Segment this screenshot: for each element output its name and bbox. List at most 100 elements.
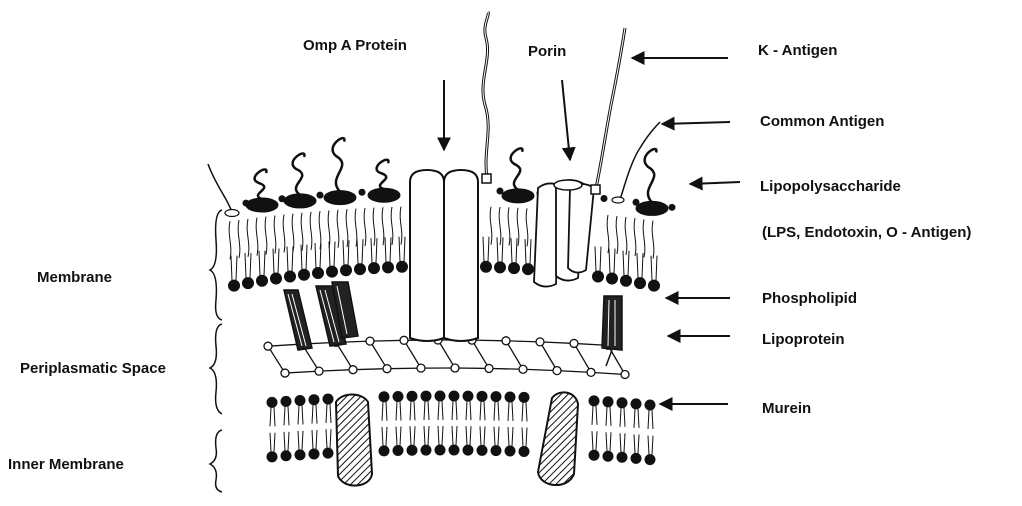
- lps-sugar-dot: [317, 192, 324, 199]
- inner-lipid-head-top: [645, 399, 656, 410]
- inner-membrane-protein-right: [538, 392, 578, 485]
- phospholipid-tail: [301, 245, 302, 270]
- inner-lipid-head-top: [309, 394, 320, 405]
- murein-strand: [523, 369, 557, 370]
- inner-lipid-tail: [652, 436, 653, 455]
- lps-lipid-tail: [652, 221, 654, 259]
- phospholipid-head: [369, 263, 380, 274]
- phospholipid-head: [635, 278, 646, 289]
- lps-lipid-tail: [292, 214, 294, 252]
- inner-lipid-head-bottom: [435, 445, 446, 456]
- lps-sugar-dot: [633, 199, 640, 206]
- lipopolysaccharide-arrow: [690, 182, 740, 184]
- inner-lipid-tail: [484, 426, 485, 445]
- inner-lipid-tail: [428, 401, 429, 420]
- lps-core-head: [636, 201, 668, 215]
- murein-strand: [319, 370, 353, 371]
- phospholipid-tail: [483, 237, 484, 262]
- inner-lipid-tail: [606, 407, 607, 426]
- inner-lipid-tail: [470, 426, 471, 445]
- porin-arrow: [562, 80, 570, 160]
- inner-lipid-tail: [386, 402, 387, 421]
- murein-node: [264, 342, 272, 350]
- o-antigen-chain: [377, 160, 389, 190]
- phospholipid-head: [495, 262, 506, 273]
- inner-lipid-tail: [610, 407, 611, 426]
- lps-sugar-dot: [601, 195, 608, 202]
- inner-lipid-head-bottom: [295, 449, 306, 460]
- inner-lipid-head-bottom: [491, 445, 502, 456]
- murein-crosslink: [370, 341, 387, 369]
- lps-lipid-tail: [337, 210, 339, 248]
- lps-lipid-tail: [643, 219, 645, 257]
- inner-lipid-head-top: [519, 392, 530, 403]
- inner-lipid-tail: [284, 432, 285, 451]
- inner-lipid-tail: [400, 427, 401, 446]
- lps-core-head: [324, 191, 356, 205]
- inner-lipid-head-bottom: [463, 445, 474, 456]
- inner-lipid-tail: [316, 405, 317, 424]
- inner-lipid-tail: [592, 431, 593, 450]
- periplasmatic-space-brace: [210, 324, 222, 414]
- murein-crosslink: [472, 340, 489, 368]
- phospholipid-head: [299, 269, 310, 280]
- inner-lipid-tail: [396, 401, 397, 420]
- inner-lipid-tail: [386, 427, 387, 446]
- inner-lipid-head-top: [477, 391, 488, 402]
- lps-lipid-tail: [319, 211, 321, 249]
- murein-node: [485, 364, 493, 372]
- inner-lipid-tail: [466, 426, 467, 445]
- inner-lipid-tail: [648, 436, 649, 455]
- inner-lipid-tail: [648, 410, 649, 429]
- phospholipid-tail: [637, 253, 638, 278]
- inner-lipid-head-bottom: [449, 445, 460, 456]
- inner-lipid-tail: [326, 404, 327, 423]
- murein-label: Murein: [762, 400, 811, 417]
- o-antigen-chain: [293, 153, 305, 194]
- lps-lipid-tail: [607, 215, 609, 253]
- inner-lipid-tail: [634, 409, 635, 428]
- lps-sugar-dot: [497, 188, 504, 195]
- phospholipid-tail: [502, 237, 503, 262]
- inner-lipid-tail: [522, 428, 523, 447]
- inner-lipid-tail: [414, 426, 415, 445]
- inner-lipid-tail: [316, 430, 317, 449]
- inner-lipid-head-top: [407, 391, 418, 402]
- inner-lipid-tail: [480, 426, 481, 445]
- inner-lipid-head-top: [421, 391, 432, 402]
- phospholipid-head: [607, 273, 618, 284]
- lipoprotein-label: Lipoprotein: [762, 331, 845, 348]
- phospholipid-head: [383, 262, 394, 273]
- inner-lipid-tail: [620, 408, 621, 427]
- lps-lipid-tail: [364, 208, 366, 246]
- lps-lipid-tail: [256, 218, 258, 256]
- inner-lipid-head-top: [379, 391, 390, 402]
- phospholipid-tail: [348, 240, 349, 265]
- inner-lipid-head-top: [617, 397, 628, 408]
- phospholipid-tail: [259, 251, 260, 276]
- phospholipid-tail: [264, 251, 265, 276]
- murein-node: [587, 368, 595, 376]
- murein-node: [570, 339, 578, 347]
- inner-lipid-head-bottom: [379, 445, 390, 456]
- common-antigen-anchor-left: [225, 210, 239, 217]
- murein-node: [383, 365, 391, 373]
- murein-strand: [472, 340, 506, 341]
- phospholipid-head: [271, 273, 282, 284]
- lps-lipid-tail: [382, 207, 384, 245]
- inner-lipid-tail: [424, 401, 425, 420]
- phospholipid-tail: [390, 237, 391, 262]
- phospholipid-head: [257, 275, 268, 286]
- murein-strand: [557, 371, 591, 373]
- omp-a-protein-label: Omp A Protein: [303, 37, 407, 54]
- lps-lipid-tail: [310, 212, 312, 250]
- phospholipid-tail: [404, 237, 405, 262]
- inner-lipid-head-bottom: [323, 448, 334, 459]
- porin-label: Porin: [528, 43, 566, 60]
- lps-core-head: [246, 198, 278, 212]
- phospholipid-head: [355, 264, 366, 275]
- inner-lipid-head-bottom: [309, 448, 320, 459]
- phospholipid-tail: [656, 256, 657, 281]
- inner-lipid-head-bottom: [589, 450, 600, 461]
- inner-lipid-tail: [634, 434, 635, 453]
